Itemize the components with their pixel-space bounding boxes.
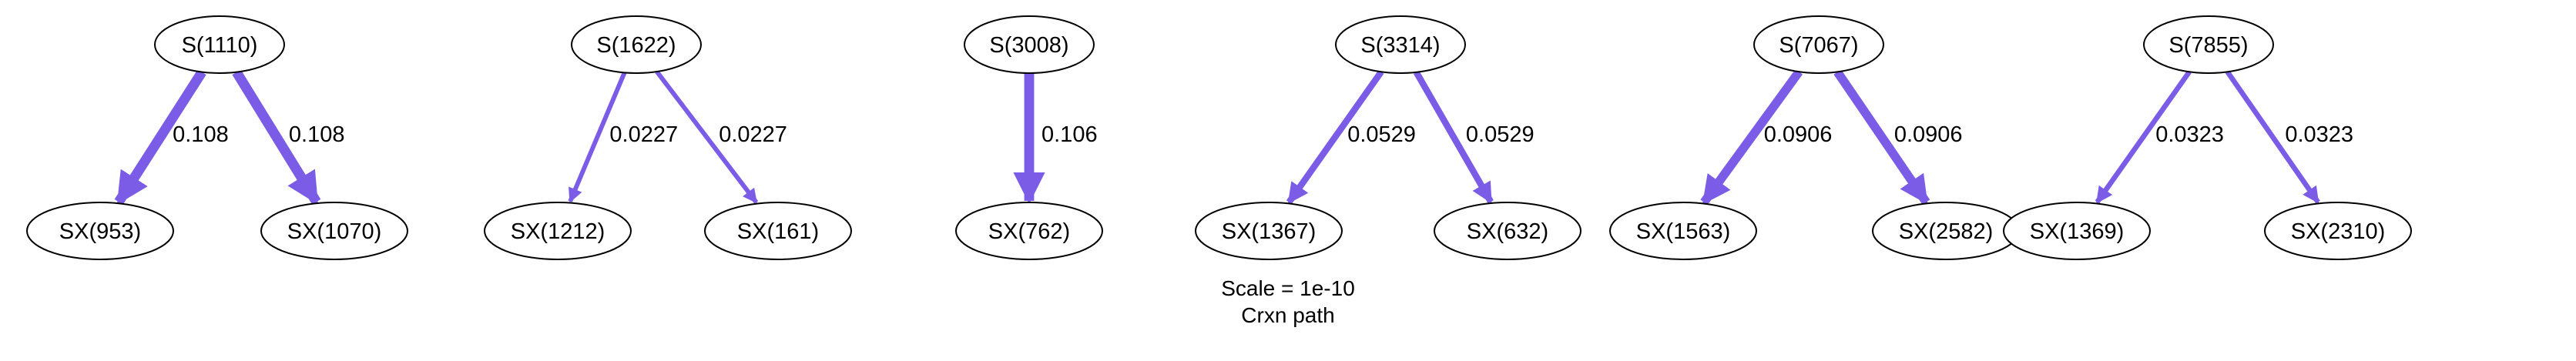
node-s-3008: S(3008) — [964, 15, 1095, 74]
edge-label-s-3008-to-sx-762: 0.106 — [1041, 122, 1098, 147]
node-sx-1070: SX(1070) — [260, 202, 408, 260]
node-sx-2310-shape — [2264, 202, 2412, 260]
node-s-7855-shape — [2143, 15, 2274, 74]
node-sx-1563-label: SX(1563) — [1636, 219, 1731, 244]
node-sx-953: SX(953) — [26, 202, 174, 260]
edge-s-1110-to-sx-953 — [114, 69, 206, 205]
edge-s-3314-to-sx-1367 — [1286, 69, 1384, 205]
node-sx-953-label: SX(953) — [59, 219, 141, 244]
node-s-7855-label: S(7855) — [2168, 33, 2248, 58]
node-s-3314: S(3314) — [1335, 15, 1466, 74]
node-s-1110-label: S(1110) — [182, 33, 258, 58]
node-s-7855: S(7855) — [2143, 15, 2274, 74]
node-sx-1367: SX(1367) — [1195, 202, 1343, 260]
node-s-1110: S(1110) — [154, 15, 285, 74]
node-s-7067-shape — [1753, 15, 1884, 74]
edge-s-7067-to-sx-2582 — [1833, 69, 1930, 205]
edge-s-1622-to-sx-161 — [655, 70, 759, 204]
node-sx-632-shape — [1434, 202, 1581, 260]
node-sx-1563: SX(1563) — [1609, 202, 1757, 260]
node-sx-762: SX(762) — [955, 202, 1103, 260]
node-sx-1212-label: SX(1212) — [511, 219, 605, 244]
node-s-3008-label: S(3008) — [989, 33, 1068, 58]
node-sx-2582-label: SX(2582) — [1899, 219, 1994, 244]
edge-label-s-1622-to-sx-161: 0.0227 — [719, 122, 787, 147]
node-sx-953-shape — [26, 202, 174, 260]
edge-label-s-1110-to-sx-953: 0.108 — [173, 122, 229, 147]
node-sx-1369-shape — [2003, 202, 2151, 260]
edge-s-7067-to-sx-1563 — [1700, 69, 1803, 206]
node-sx-632: SX(632) — [1434, 202, 1581, 260]
diagram-title: Crxn path — [1241, 303, 1334, 327]
node-sx-1369: SX(1369) — [2003, 202, 2151, 260]
node-sx-161-shape — [704, 202, 852, 260]
node-sx-1070-shape — [260, 202, 408, 260]
edge-label-s-7855-to-sx-1369: 0.0323 — [2155, 122, 2224, 147]
scale-caption: Scale = 1e-10 — [1221, 276, 1355, 300]
edge-label-s-1622-to-sx-1212: 0.0227 — [609, 122, 678, 147]
edge-label-s-7855-to-sx-2310: 0.0323 — [2285, 122, 2353, 147]
edge-s-1622-to-sx-1212 — [568, 72, 627, 203]
node-sx-1212: SX(1212) — [484, 202, 632, 260]
node-s-1622-shape — [571, 15, 702, 74]
edge-s-1110-to-sx-1070 — [232, 69, 321, 205]
node-s-1110-shape — [154, 15, 285, 74]
node-s-3314-label: S(3314) — [1360, 33, 1440, 58]
node-s-7067: S(7067) — [1753, 15, 1884, 74]
edges-layer: 0.108 0.108 0.0227 0.0227 0.106 0.0529 0.0529 0… — [114, 69, 2353, 206]
node-sx-2310-label: SX(2310) — [2291, 219, 2386, 244]
node-sx-161: SX(161) — [704, 202, 852, 260]
nodes-layer: S(1110) SX(953) SX(1070) S(1622) SX(1212) SX(… — [26, 15, 2412, 260]
edge-label-s-7067-to-sx-1563: 0.0906 — [1764, 122, 1833, 147]
node-s-1622: S(1622) — [571, 15, 702, 74]
node-sx-1367-shape — [1195, 202, 1343, 260]
edge-label-s-3314-to-sx-1367: 0.0529 — [1347, 122, 1416, 147]
node-sx-1070-label: SX(1070) — [287, 219, 382, 244]
node-sx-2582: SX(2582) — [1872, 202, 2020, 260]
edge-label-s-1110-to-sx-1070: 0.108 — [289, 122, 345, 147]
node-sx-1212-shape — [484, 202, 632, 260]
edge-label-s-7067-to-sx-2582: 0.0906 — [1894, 122, 1963, 147]
node-sx-161-label: SX(161) — [737, 219, 819, 244]
node-sx-632-label: SX(632) — [1467, 219, 1548, 244]
node-sx-1367-label: SX(1367) — [1222, 219, 1317, 244]
node-sx-1563-shape — [1609, 202, 1757, 260]
edge-s-7855-to-sx-2310 — [2225, 70, 2320, 204]
caption: Scale = 1e-10 Crxn path — [1221, 276, 1355, 327]
node-s-3008-shape — [964, 15, 1095, 74]
node-s-7067-label: S(7067) — [1779, 33, 1858, 58]
edge-s-7855-to-sx-1369 — [2095, 70, 2192, 204]
edge-s-3314-to-sx-632 — [1413, 70, 1494, 204]
node-s-1622-label: S(1622) — [596, 33, 676, 58]
node-s-3314-shape — [1335, 15, 1466, 74]
node-sx-762-shape — [955, 202, 1103, 260]
node-sx-2310: SX(2310) — [2264, 202, 2412, 260]
node-sx-762-label: SX(762) — [988, 219, 1070, 244]
node-sx-1369-label: SX(1369) — [2030, 219, 2125, 244]
edge-label-s-3314-to-sx-632: 0.0529 — [1466, 122, 1535, 147]
